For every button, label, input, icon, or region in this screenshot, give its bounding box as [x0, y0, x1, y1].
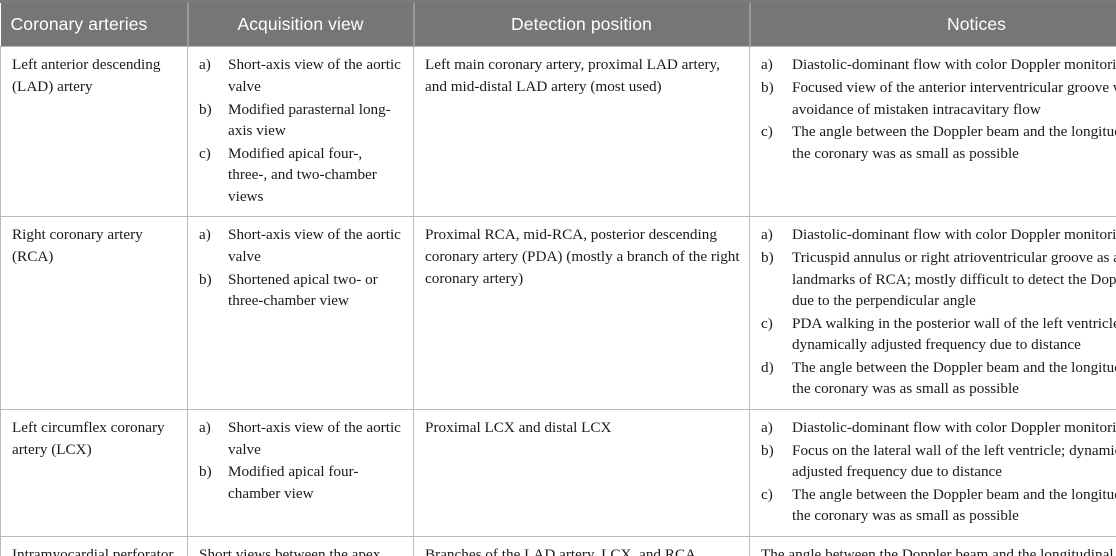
list-item: a) Short-axis view of the aortic valve: [199, 417, 404, 460]
list-item-text: The angle between the Doppler beam and t…: [792, 123, 1116, 162]
list-item-text: Diastolic-dominant flow with color Doppl…: [792, 56, 1116, 74]
list-item: c) The angle between the Doppler beam and…: [761, 121, 1116, 164]
list-item: b) Tricuspid annulus or right atrioventri…: [761, 247, 1116, 312]
detection-position-text: Proximal LCX and distal LCX: [425, 419, 612, 437]
notices-text: The angle between the Doppler beam and t…: [761, 545, 1116, 556]
column-header-acquisition-view: Acquisition view: [187, 3, 415, 47]
list-marker: a): [761, 419, 773, 437]
list-item: a) Diastolic-dominant flow with color Dop…: [761, 224, 1116, 246]
list-marker: c): [199, 144, 211, 162]
list-marker: b): [761, 441, 774, 459]
list-item-text: The angle between the Doppler beam and t…: [792, 358, 1116, 398]
cell-detection-position: Proximal RCA, mid-RCA, posterior descend…: [413, 216, 750, 410]
list-item-text: Modified apical four-chamber view: [228, 463, 359, 502]
list-item: d) The angle between the Doppler beam and…: [761, 357, 1116, 400]
notices-list: a) Diastolic-dominant flow with color Dop…: [761, 54, 1116, 164]
list-marker: b): [199, 463, 212, 481]
list-marker: c): [761, 123, 773, 141]
artery-name: Left circumflex coronary artery (LCX): [12, 419, 165, 458]
notices-list: a) Diastolic-dominant flow with color Dop…: [761, 224, 1116, 400]
list-item: c) PDA walking in the posterior wall of t…: [761, 313, 1116, 356]
cell-acquisition-view: a) Short-axis view of the aortic valve b)…: [187, 216, 414, 410]
list-item-text: The angle between the Doppler beam and t…: [792, 485, 1116, 525]
cell-notices: a) Diastolic-dominant flow with color Dop…: [749, 409, 1116, 537]
table-row: Left anterior descending (LAD) artery a)…: [0, 46, 1116, 217]
list-marker: a): [761, 56, 773, 74]
acquisition-view-list: a) Short-axis view of the aortic valve b)…: [199, 417, 404, 504]
list-item: c) Modified apical four-, three-, and two…: [199, 143, 404, 208]
list-item-text: Diastolic-dominant flow with color Doppl…: [792, 419, 1116, 437]
list-marker: b): [761, 78, 774, 96]
list-item-text: PDA walking in the posterior wall of the…: [792, 314, 1116, 354]
coronary-arteries-table: Coronary arteries Acquisition view Detec…: [0, 3, 1116, 556]
cell-artery: Intramyocardial perforator: [0, 535, 188, 556]
cell-acquisition-view: Short views between the apex and paraste…: [187, 535, 414, 556]
list-item-text: Short-axis view of the aortic valve: [228, 56, 401, 95]
list-item: a) Short-axis view of the aortic valve: [199, 54, 404, 97]
cell-notices: a) Diastolic-dominant flow with color Dop…: [749, 216, 1116, 410]
cell-artery: Right coronary artery (RCA): [0, 216, 188, 410]
cell-detection-position: Left main coronary artery, proximal LAD …: [413, 46, 750, 217]
detection-position-text: Branches of the LAD artery, LCX, and RCA: [425, 545, 697, 556]
cell-notices: a) Diastolic-dominant flow with color Dop…: [749, 46, 1116, 217]
table-header: Coronary arteries Acquisition view Detec…: [0, 3, 1116, 47]
list-marker: d): [761, 358, 774, 376]
list-item: c) The angle between the Doppler beam and…: [761, 484, 1116, 527]
artery-name: Left anterior descending (LAD) artery: [12, 56, 161, 95]
column-header-detection-position: Detection position: [413, 3, 751, 47]
detection-position-text: Left main coronary artery, proximal LAD …: [425, 56, 720, 95]
list-item: a) Diastolic-dominant flow with color Dop…: [761, 417, 1116, 439]
list-marker: a): [199, 56, 211, 74]
cell-detection-position: Proximal LCX and distal LCX: [413, 409, 750, 537]
list-marker: b): [761, 249, 774, 267]
cell-acquisition-view: a) Short-axis view of the aortic valve b)…: [187, 409, 414, 537]
table-row: Left circumflex coronary artery (LCX) a)…: [0, 409, 1116, 537]
acquisition-view-list: a) Short-axis view of the aortic valve b)…: [199, 54, 404, 207]
list-marker: a): [761, 226, 773, 244]
list-marker: a): [199, 226, 211, 244]
list-item-text: Focused view of the anterior interventri…: [792, 78, 1116, 118]
list-item-text: Shortened apical two- or three-chamber v…: [228, 270, 378, 310]
cell-artery: Left anterior descending (LAD) artery: [0, 46, 188, 217]
list-item: b) Focus on the lateral wall of the left …: [761, 440, 1116, 483]
table-header-row: Coronary arteries Acquisition view Detec…: [0, 3, 1116, 47]
table-row: Right coronary artery (RCA) a) Short-axis…: [0, 216, 1116, 410]
detection-position-text: Proximal RCA, mid-RCA, posterior descend…: [425, 226, 740, 287]
cell-notices: The angle between the Doppler beam and t…: [749, 535, 1116, 556]
column-header-notices: Notices: [749, 3, 1116, 47]
list-item-text: Modified apical four-, three-, and two-c…: [228, 144, 377, 205]
table-body: Left anterior descending (LAD) artery a)…: [0, 46, 1116, 556]
list-item-text: Diastolic-dominant flow with color Doppl…: [792, 226, 1116, 244]
list-item-text: Short-axis view of the aortic valve: [228, 419, 401, 458]
notices-list: a) Diastolic-dominant flow with color Dop…: [761, 417, 1116, 527]
list-marker: b): [199, 270, 212, 288]
list-item-text: Tricuspid annulus or right atrioventricu…: [792, 249, 1116, 310]
cell-artery: Left circumflex coronary artery (LCX): [0, 409, 188, 537]
cell-detection-position: Branches of the LAD artery, LCX, and RCA: [413, 535, 750, 556]
list-item: b) Modified apical four-chamber view: [199, 461, 404, 504]
list-item-text: Short-axis view of the aortic valve: [228, 226, 401, 266]
list-item-text: Modified parasternal long-axis view: [228, 100, 391, 140]
acquisition-view-text: Short views between the apex and paraste…: [199, 545, 381, 556]
artery-name: Intramyocardial perforator: [12, 545, 174, 556]
list-item: b) Modified parasternal long-axis view: [199, 99, 404, 142]
list-item: a) Diastolic-dominant flow with color Dop…: [761, 54, 1116, 76]
cell-acquisition-view: a) Short-axis view of the aortic valve b)…: [187, 46, 414, 217]
table-row: Intramyocardial perforator Short views b…: [0, 535, 1116, 556]
list-marker: b): [199, 100, 212, 118]
list-item: a) Short-axis view of the aortic valve: [199, 224, 404, 267]
list-marker: c): [761, 314, 773, 332]
column-header-coronary-arteries: Coronary arteries: [0, 3, 189, 47]
acquisition-view-list: a) Short-axis view of the aortic valve b)…: [199, 224, 404, 311]
list-marker: a): [199, 419, 211, 437]
list-item: b) Focused view of the anterior intervent…: [761, 77, 1116, 120]
list-item-text: Focus on the lateral wall of the left ve…: [792, 441, 1116, 481]
list-marker: c): [761, 485, 773, 503]
artery-name: Right coronary artery (RCA): [12, 226, 143, 266]
list-item: b) Shortened apical two- or three-chamber…: [199, 269, 404, 312]
